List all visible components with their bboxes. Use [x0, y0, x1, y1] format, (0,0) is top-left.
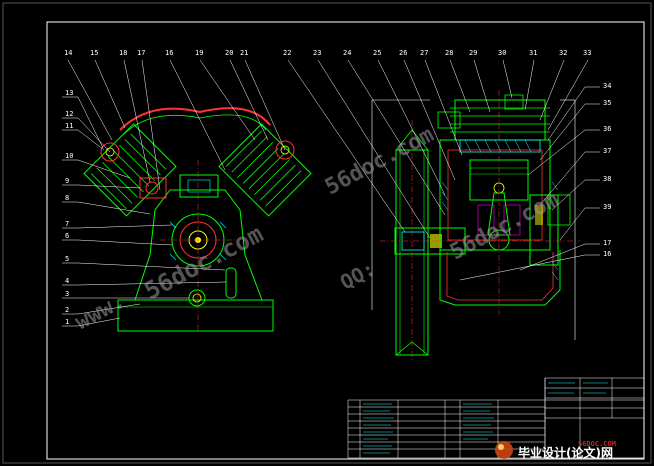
- footer-logo: 56DOC.COM 毕业设计(论文)网: [495, 440, 616, 460]
- left-view-top-labels: 14 15 18 17 16 19 20 21: [64, 49, 248, 57]
- part-label: 32: [559, 49, 567, 57]
- part-label: 3: [65, 290, 69, 298]
- left-view-left-labels: 13 12 11 10 9 8 7 6 5 4 3 2 1: [65, 89, 73, 326]
- watermark-qq: QQ:: [336, 256, 379, 294]
- connecting-pipe: [119, 107, 271, 131]
- watermark-domain-top: 56doc.com: [321, 122, 438, 200]
- right-valve-port: [275, 140, 295, 160]
- part-label: 7: [65, 220, 69, 228]
- part-label: 33: [583, 49, 591, 57]
- part-label: 28: [445, 49, 453, 57]
- watermarks: www. 56doc.com 56doc.com QQ: 56doc.com: [71, 122, 563, 335]
- part-label: 19: [195, 49, 203, 57]
- right-cylinder: [218, 123, 312, 217]
- part-label: 20: [225, 49, 233, 57]
- part-label: 17: [603, 239, 611, 247]
- crankcase-body: [134, 189, 263, 301]
- part-label: 26: [399, 49, 407, 57]
- part-label: 25: [373, 49, 381, 57]
- part-label: 16: [603, 250, 611, 258]
- right-view-right-leaders: [459, 86, 600, 281]
- left-view-top-leaders: [67, 59, 286, 191]
- right-view-right-labels: 34 35 36 37 38 39 17 16: [603, 82, 611, 258]
- part-label: 31: [529, 49, 537, 57]
- cylinder-head: [454, 99, 546, 141]
- part-label: 11: [65, 122, 73, 130]
- part-label: 27: [420, 49, 428, 57]
- right-view: [371, 90, 580, 360]
- logo-icon: [495, 441, 513, 459]
- right-view-top-leaders: [287, 59, 589, 239]
- part-label: 15: [90, 49, 98, 57]
- part-label: 35: [603, 99, 611, 107]
- part-label: 8: [65, 194, 69, 202]
- left-cylinder: [83, 123, 177, 217]
- left-valve-port: [100, 142, 120, 162]
- drawing-frame: [46, 21, 645, 460]
- part-label: 14: [64, 49, 72, 57]
- part-label: 21: [240, 49, 248, 57]
- part-label: 17: [137, 49, 145, 57]
- left-view: [83, 107, 312, 332]
- base-plate: [117, 299, 274, 332]
- logo-site: 56DOC.COM: [578, 440, 616, 448]
- part-label: 5: [65, 255, 69, 263]
- part-label: 1: [65, 318, 69, 326]
- crankcase-section: [439, 250, 561, 306]
- part-label: 24: [343, 49, 351, 57]
- part-label: 10: [65, 152, 73, 160]
- part-label: 16: [165, 49, 173, 57]
- part-label: 2: [65, 306, 69, 314]
- part-label: 4: [65, 277, 69, 285]
- right-view-top-labels: 22 23 24 25 26 27 28 29 30 31 32 33: [283, 49, 591, 57]
- part-label: 23: [313, 49, 321, 57]
- part-label: 30: [498, 49, 506, 57]
- part-label: 34: [603, 82, 611, 90]
- part-label: 37: [603, 147, 611, 155]
- part-label: 22: [283, 49, 291, 57]
- part-label: 39: [603, 203, 611, 211]
- oil-sight-glass: [188, 289, 206, 307]
- part-label: 36: [603, 125, 611, 133]
- title-block-text-marks: [363, 382, 608, 454]
- part-label: 38: [603, 175, 611, 183]
- part-label: 9: [65, 177, 69, 185]
- title-block: [347, 377, 645, 459]
- part-label: 6: [65, 232, 69, 240]
- left-view-left-leaders: [62, 96, 227, 327]
- logo-text: 毕业设计(论文)网: [518, 445, 613, 460]
- part-label: 29: [469, 49, 477, 57]
- part-label: 12: [65, 110, 73, 118]
- part-label: 13: [65, 89, 73, 97]
- watermark-www: www.: [71, 288, 130, 335]
- part-label: 18: [119, 49, 127, 57]
